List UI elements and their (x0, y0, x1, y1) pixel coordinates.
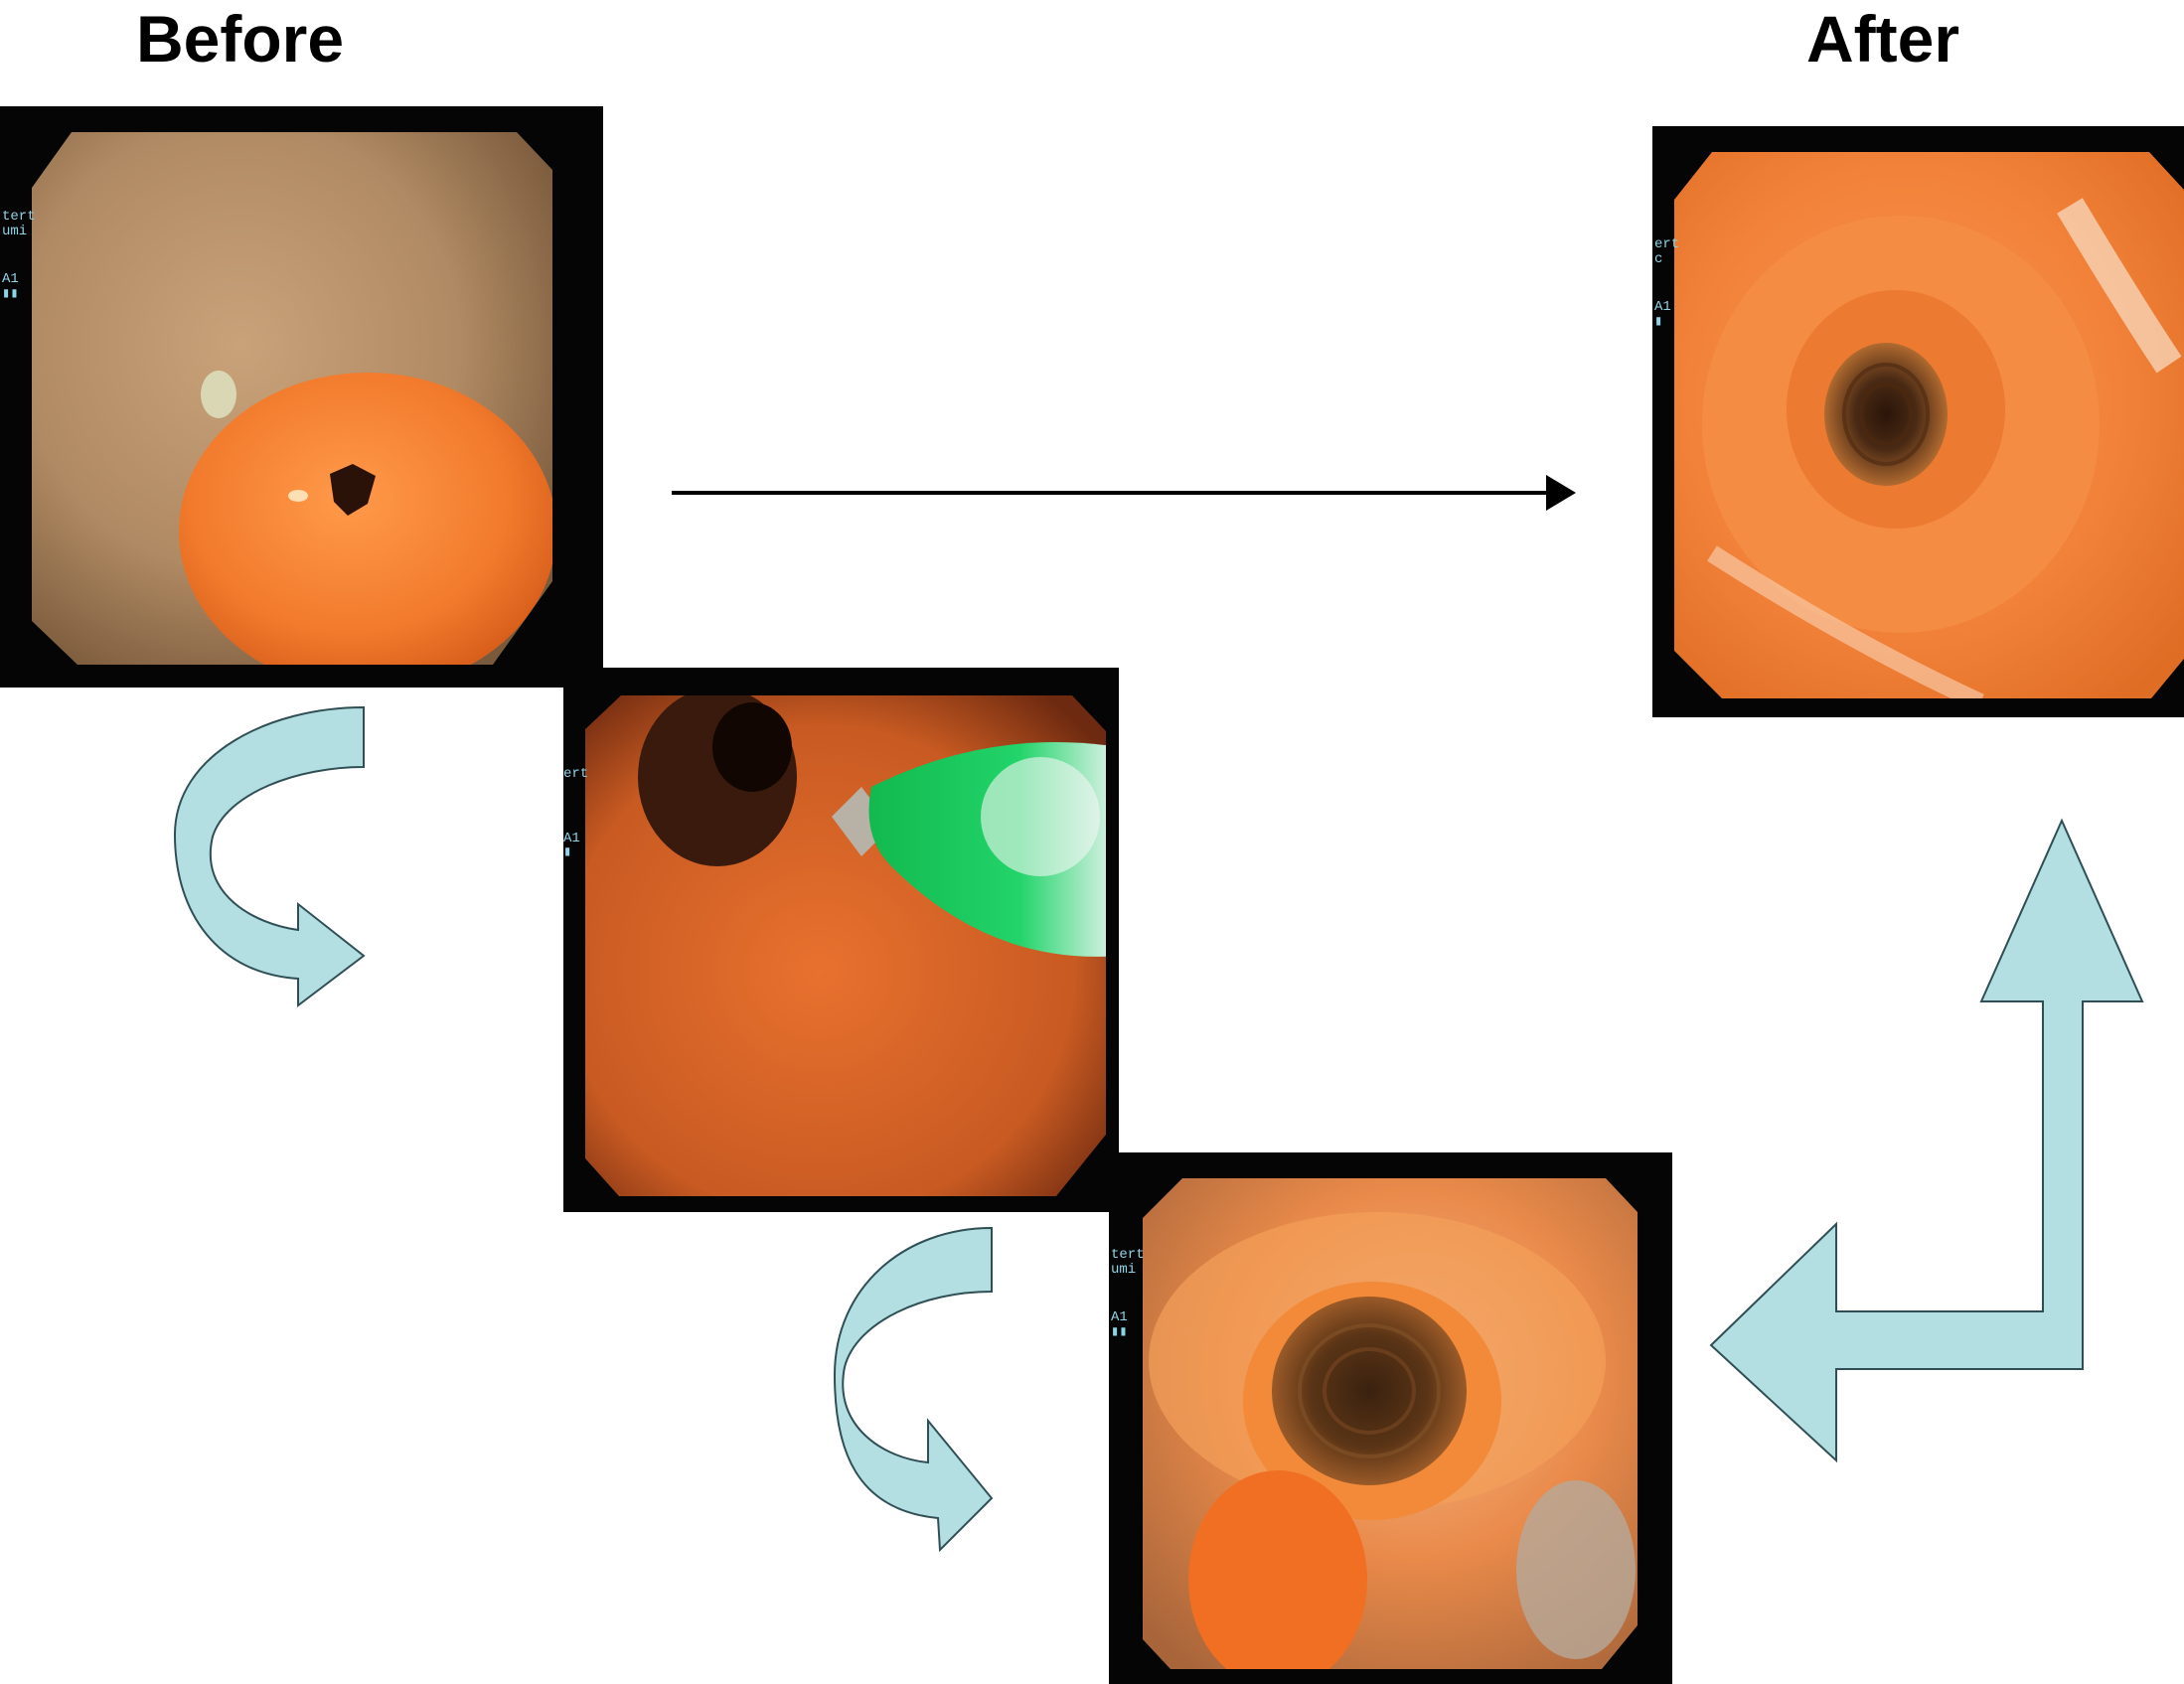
after-heading: After (1806, 2, 1960, 76)
endoscopy-image-dilated: tert umi A1 ▮▮ (1109, 1152, 1672, 1684)
endoscopy-view-before-stenosis (32, 132, 552, 665)
straight-arrow-icon (672, 475, 1576, 511)
endoscopy-image-before: tert umi A1 ▮▮ (0, 106, 603, 688)
before-heading: Before (136, 2, 345, 76)
overlay-readout: tert umi A1 ▮▮ (2, 209, 36, 303)
curved-arrow-icon (173, 705, 366, 1008)
endoscopy-view-dilation-probe (585, 695, 1106, 1196)
elbow-arrow-icon (1709, 818, 2144, 1463)
overlay-readout: tert umi A1 ▮▮ (1111, 1247, 1145, 1341)
endoscopy-view-dilated-lumen (1143, 1178, 1638, 1669)
endoscopy-image-after: ert c A1 ▮ (1652, 126, 2184, 717)
curved-arrow-icon (833, 1226, 994, 1553)
overlay-readout: ert c A1 ▮ (1654, 236, 1680, 331)
endoscopy-image-procedure: ert A1 ▮ (563, 668, 1119, 1212)
overlay-readout: ert A1 ▮ (563, 766, 589, 861)
endoscopy-view-after-lumen (1674, 152, 2184, 698)
